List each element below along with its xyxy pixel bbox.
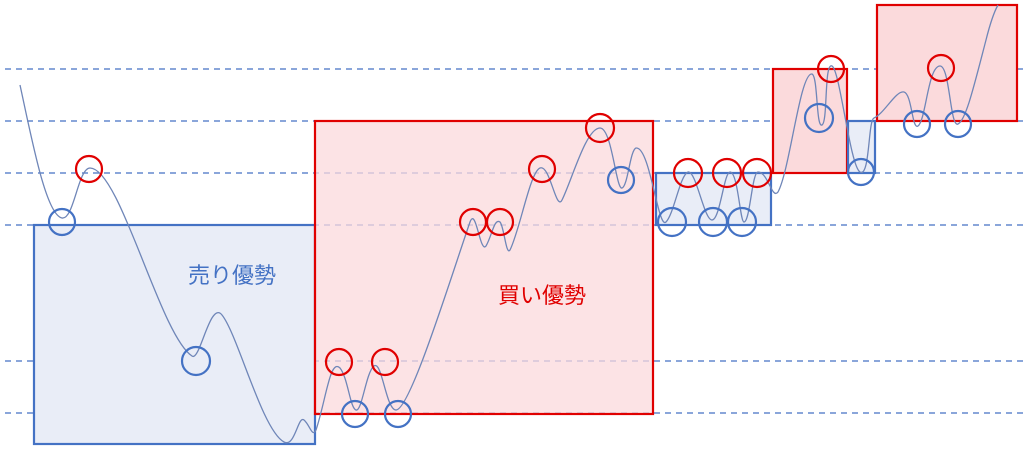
trough-circle: [383, 399, 413, 429]
trough-circle: [943, 109, 973, 139]
trough-circle: [47, 207, 77, 237]
sell-dominance-label: 売り優勢: [188, 264, 276, 289]
peak-circle: [741, 157, 773, 189]
buy-dominance-label: 買い優勢: [498, 284, 586, 309]
trough-circle: [180, 345, 212, 377]
peak-circle: [711, 157, 743, 189]
peak-markers: [74, 53, 956, 377]
trough-circle: [846, 157, 876, 187]
range-zone-buy-2: [875, 3, 1019, 123]
peak-circle: [527, 154, 557, 184]
peak-circle: [816, 54, 846, 84]
peak-circle: [74, 154, 104, 184]
peak-circle: [926, 53, 956, 83]
peak-circle: [584, 112, 616, 144]
range-zone-buy-1: [771, 67, 849, 175]
peak-circle: [672, 157, 704, 189]
buy-dominance-zone: [313, 119, 655, 416]
trough-circle: [656, 206, 688, 238]
zone-boxes: [32, 3, 1019, 446]
peak-circle: [370, 347, 400, 377]
trough-circle: [726, 206, 758, 238]
price-line: [19, 4, 999, 444]
trough-circle: [902, 109, 932, 139]
trough-circle: [606, 165, 636, 195]
trough-circle: [340, 399, 370, 429]
peak-circle: [485, 207, 515, 237]
trough-circle: [803, 102, 835, 134]
sell-dominance-zone: [32, 223, 317, 446]
trough-markers: [47, 102, 973, 429]
peak-circle: [324, 347, 354, 377]
